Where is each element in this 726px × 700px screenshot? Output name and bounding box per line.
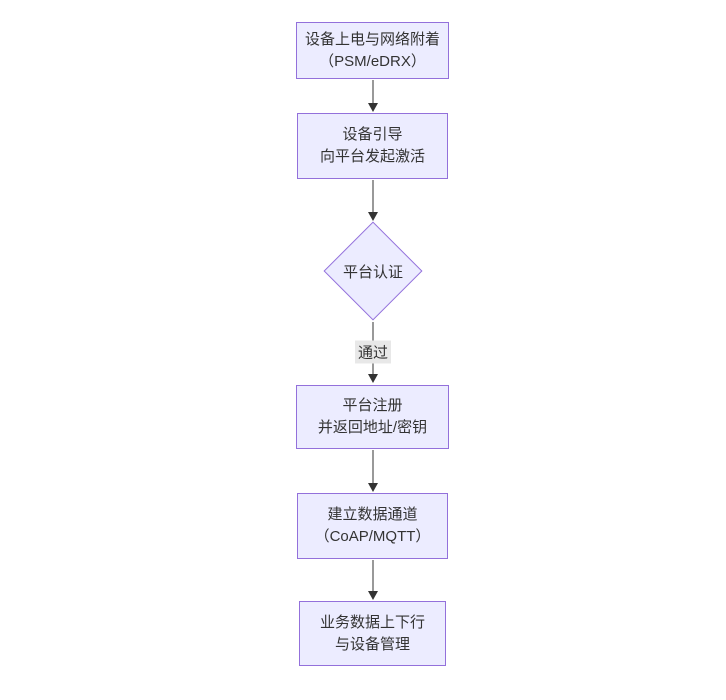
node-label-line: 与设备管理 [334,635,410,653]
node-label-line: （CoAP/MQTT） [314,528,431,545]
node-label-line: 平台认证 [342,263,403,281]
node-platform-register: 平台注册 并返回地址/密钥 [296,385,449,449]
arrowhead-icon [368,483,378,492]
arrowhead-icon [368,374,378,383]
node-label-line: 平台注册 [342,397,403,414]
node-label-line: 业务数据上下行 [319,613,425,631]
edge-arrow-4 [367,450,379,492]
node-power-on-attach: 设备上电与网络附着 （PSM/eDRX） [296,22,449,79]
arrowhead-icon [368,212,378,221]
edge-arrow-1 [367,80,379,112]
node-business-data: 业务数据上下行 与设备管理 [299,601,446,666]
arrowhead-icon [368,591,378,600]
node-label-line: 设备引导 [342,126,403,143]
node-label-line: 建立数据通道 [327,506,418,523]
edge-line [372,560,374,592]
edge-arrow-5 [367,560,379,600]
node-label-line: 向平台发起激活 [319,148,425,165]
edge-line [372,80,374,104]
edge-line [372,450,374,484]
node-label-line: 设备上电与网络附着 [304,30,440,48]
node-label-line: （PSM/eDRX） [319,52,426,70]
edge-label-pass: 通过 [354,340,392,364]
edge-arrow-2 [367,180,379,221]
node-data-channel: 建立数据通道 （CoAP/MQTT） [297,493,448,559]
decision-platform-auth: 平台认证 [323,221,423,321]
edge-line [372,180,374,213]
arrowhead-icon [368,103,378,112]
node-bootstrap-activate: 设备引导 向平台发起激活 [297,113,448,179]
node-label-line: 并返回地址/密钥 [317,419,428,436]
